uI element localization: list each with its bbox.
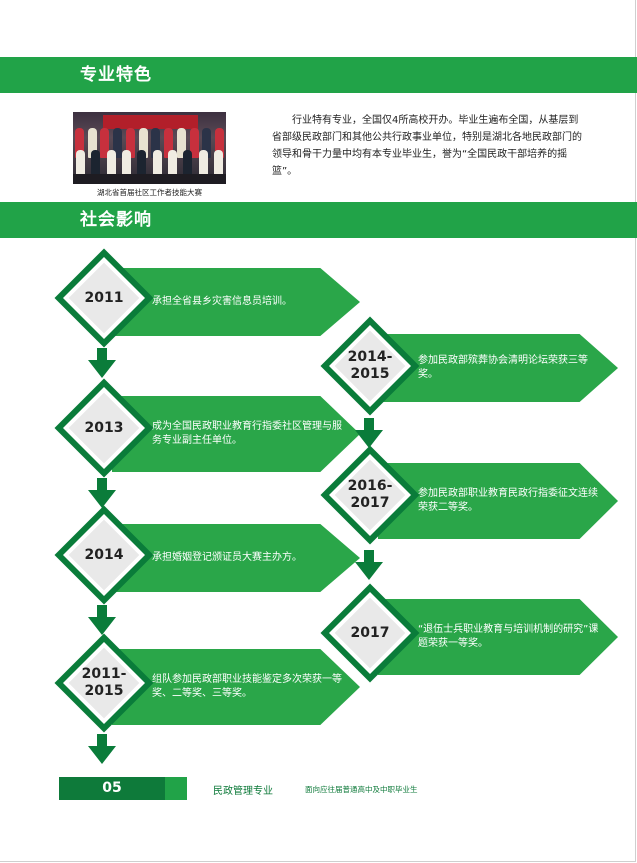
footer-target-audience: 面向应往届普通高中及中职毕业生 — [305, 785, 418, 794]
photo-stage-banner — [103, 115, 198, 129]
down-arrow-icon — [88, 734, 116, 764]
event-photo — [73, 112, 226, 184]
timeline-year: 2011- 2015 — [81, 666, 127, 699]
timeline-year: 2017 — [350, 624, 390, 641]
timeline-card-text: 参加民政部殡葬协会清明论坛荣获三等奖。 — [378, 334, 618, 402]
timeline-card-text: 承担婚姻登记颁证员大赛主办方。 — [112, 524, 360, 592]
photo-back-row — [73, 128, 226, 158]
page-number: 05 — [59, 777, 165, 800]
down-arrow-icon — [88, 605, 116, 635]
feature-intro-text: 行业特有专业，全国仅4所高校开办。毕业生遍布全国，从基层到省部级民政部门和其他公… — [272, 115, 582, 177]
timeline-year: 2013 — [84, 419, 124, 436]
timeline-year: 2014 — [84, 546, 124, 563]
timeline-card-text: 组队参加民政部职业技能鉴定多次荣获一等奖、二等奖、三等奖。 — [112, 649, 360, 725]
footer-accent — [165, 777, 187, 800]
down-arrow-icon — [88, 348, 116, 378]
photo-floor — [73, 174, 226, 184]
footer-major-name: 民政管理专业 — [213, 786, 273, 797]
section-title-impact: 社会影响 — [0, 202, 637, 238]
photo-front-row — [73, 150, 226, 180]
down-arrow-icon — [88, 478, 116, 508]
timeline-card-text: 参加民政部职业教育民政行指委征文连续荣获二等奖。 — [378, 463, 618, 539]
timeline-year: 2016- 2017 — [347, 478, 393, 511]
photo-caption: 湖北省首届社区工作者技能大赛 — [97, 188, 202, 197]
down-arrow-icon — [355, 550, 383, 580]
timeline-card-text: 承担全省县乡灾害信息员培训。 — [112, 268, 360, 336]
timeline-card-text: “退伍士兵职业教育与培训机制的研究”课题荣获一等奖。 — [378, 599, 618, 675]
down-arrow-icon — [355, 418, 383, 448]
section-title-feature: 专业特色 — [0, 57, 637, 93]
timeline-card-text: 成为全国民政职业教育行指委社区管理与服务专业副主任单位。 — [112, 396, 360, 472]
timeline-year: 2011 — [84, 289, 124, 306]
timeline-year: 2014- 2015 — [347, 349, 393, 382]
